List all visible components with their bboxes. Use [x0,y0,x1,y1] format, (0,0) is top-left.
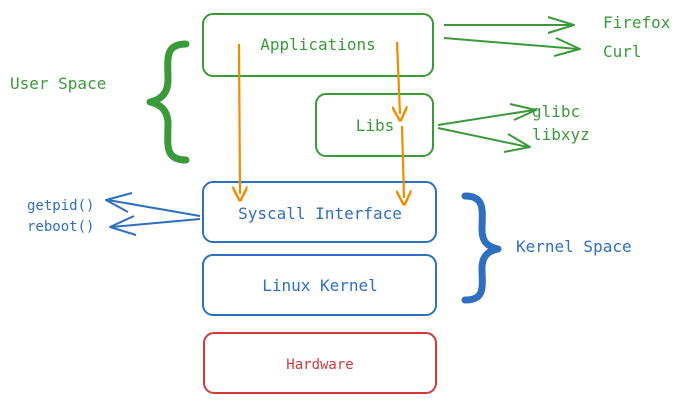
hardware-box [203,332,437,394]
syscall-interface-box [202,181,437,243]
user-space-label: User Space [10,74,106,93]
flow-arrow-apps-to-libs [397,41,400,114]
syscall-example-getpid: getpid() [27,198,94,214]
app-example-curl: Curl [603,42,642,61]
arrow-to-libxyz [437,127,529,148]
syscall-interface-label: Syscall Interface [238,204,402,223]
flow-arrow-libs-to-syscall [402,125,404,198]
applications-label: Applications [260,35,376,54]
linux-kernel-label: Linux Kernel [262,276,378,295]
kernel-space-label: Kernel Space [516,237,632,256]
arrow-to-glibc [437,109,535,126]
arrow-to-getpid [107,199,201,217]
hardware-label: Hardware [286,357,353,373]
user-space-brace [146,40,190,164]
syscall-example-reboot: reboot() [27,219,94,235]
libs-label: Libs [356,116,395,135]
kernel-space-brace [461,192,502,304]
applications-box [202,13,434,77]
arrow-to-curl [443,37,579,50]
arrow-to-reboot [111,218,201,228]
linux-kernel-box [202,254,437,316]
lib-example-glibc: glibc [532,102,580,121]
libs-box [315,93,434,157]
lib-example-libxyz: libxyz [532,125,590,144]
app-example-firefox: Firefox [603,13,671,32]
flow-arrow-apps-to-syscall [239,43,240,194]
